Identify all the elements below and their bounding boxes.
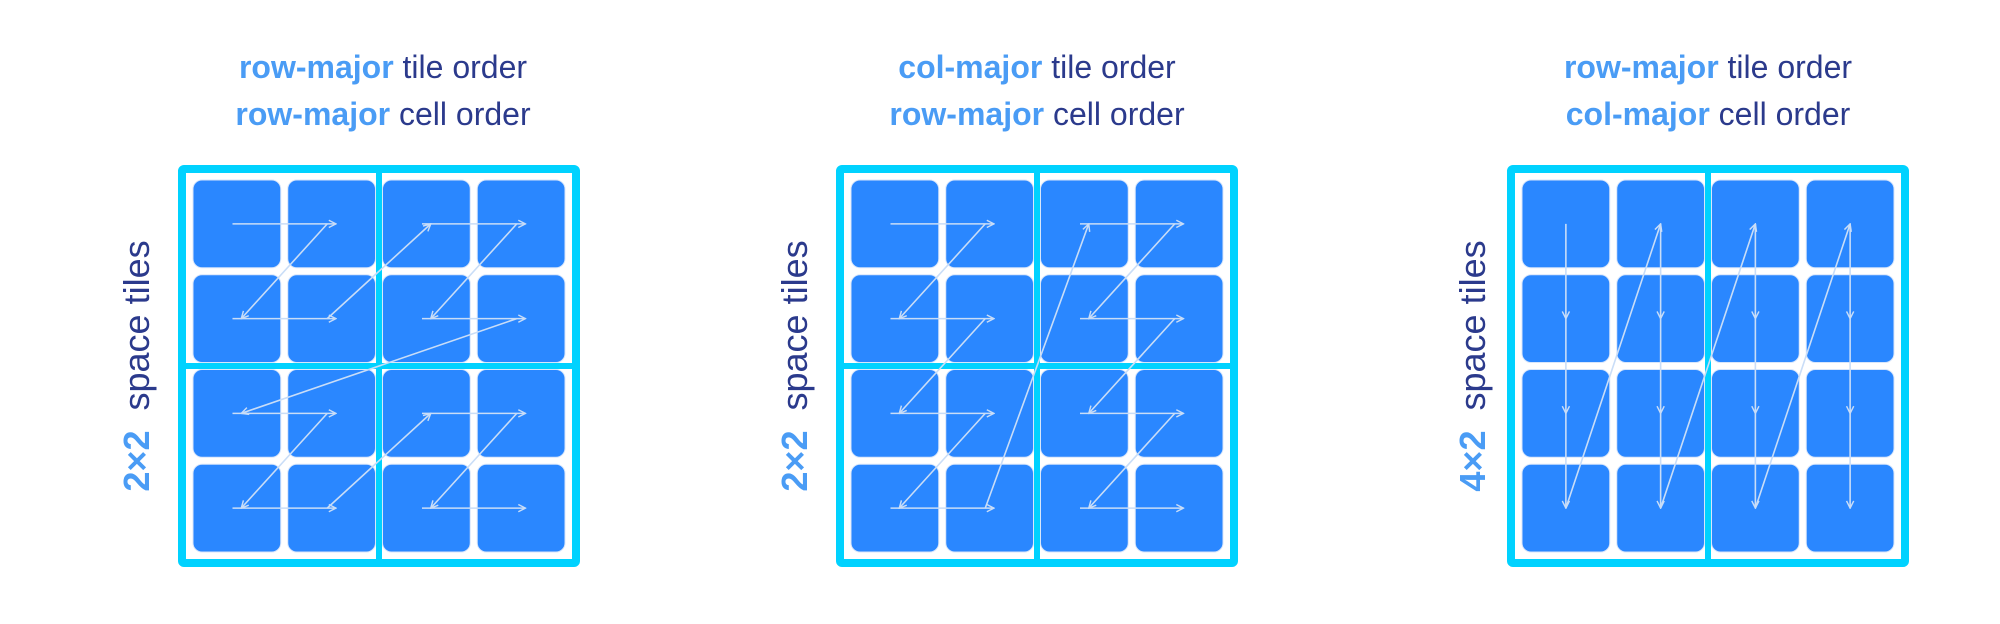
order-arrow xyxy=(431,223,518,319)
order-arrow xyxy=(326,413,431,509)
order-arrow xyxy=(1565,224,1661,509)
order-arrow xyxy=(326,224,431,320)
cell-order-line: row-major cell order xyxy=(235,96,531,132)
panel-1-tile-size-label: 2×2 space tiles xyxy=(116,240,157,492)
panel-1-title: row-major tile order row-major cell orde… xyxy=(103,44,663,138)
order-arrow xyxy=(899,318,986,414)
order-arrow xyxy=(241,223,328,319)
order-arrow xyxy=(1089,412,1176,508)
panel-2-tile-size-label: 2×2 space tiles xyxy=(774,240,815,492)
order-arrow xyxy=(984,224,1089,509)
order-arrow xyxy=(899,412,986,508)
order-arrow xyxy=(899,223,986,319)
cell-order-line: row-major cell order xyxy=(889,96,1185,132)
tile-order-line: row-major tile order xyxy=(1563,49,1853,85)
panel-1-grid xyxy=(178,165,580,567)
order-arrow xyxy=(1659,224,1756,509)
order-arrow xyxy=(1754,224,1850,509)
order-arrow xyxy=(241,412,328,508)
panel-3-tile-size-label: 4×2 space tiles xyxy=(1452,240,1493,492)
order-arrow xyxy=(431,412,518,508)
tile-order-line: col-major tile order xyxy=(898,49,1176,85)
panel-2-title: col-major tile order row-major cell orde… xyxy=(757,44,1317,138)
panel-2-grid xyxy=(836,165,1238,567)
panel-3-title: row-major tile order col-major cell orde… xyxy=(1428,44,1988,138)
order-arrow xyxy=(1089,318,1176,414)
order-arrow xyxy=(241,317,517,414)
tile-order-line: row-major tile order xyxy=(238,49,528,85)
panel-3-grid xyxy=(1507,165,1909,567)
cell-order-line: col-major cell order xyxy=(1565,96,1851,132)
order-arrow xyxy=(1089,223,1176,319)
